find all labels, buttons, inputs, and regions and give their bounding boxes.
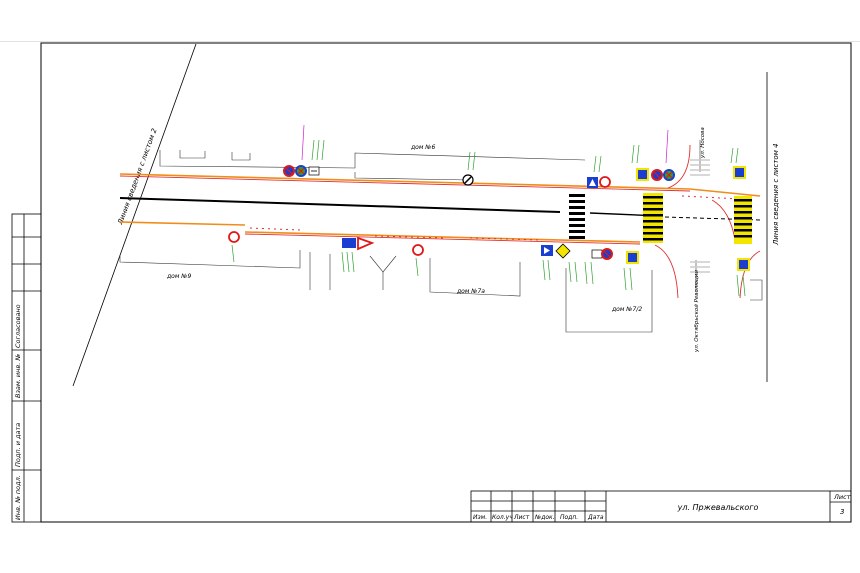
match-label-right: Линия сведения с листом 4 xyxy=(772,143,780,246)
side-block xyxy=(11,213,42,523)
sign-speed-limit-1-icon xyxy=(599,176,611,188)
sign-plate-arrows-2-icon xyxy=(591,249,603,259)
centerline xyxy=(119,197,761,221)
title-block xyxy=(470,490,852,523)
dotted-markings xyxy=(249,195,741,241)
sign-no-parking-1-icon xyxy=(283,165,295,177)
side-inv-podl: Инв. № подл. xyxy=(14,475,22,520)
sign-crossing-3-icon xyxy=(733,166,746,179)
crosswalk-yellow-1 xyxy=(643,193,663,243)
match-line-left xyxy=(72,43,197,387)
sign-annotation-strokes xyxy=(231,124,746,297)
stamp-col-data: Дата xyxy=(587,514,604,521)
sign-crossing-1-icon xyxy=(587,177,598,188)
label-street-nosova: ул. Носова xyxy=(700,127,706,159)
side-podp-data: Подп. и дата xyxy=(14,423,22,467)
stamp-title: ул. Пржевальского xyxy=(677,503,759,512)
stamp-col-ndok: №док. xyxy=(534,514,555,521)
label-house-7a: дом №7а xyxy=(456,288,485,295)
sheet-frame xyxy=(40,42,852,523)
building-outlines xyxy=(119,140,763,333)
sign-no-parking-2-icon xyxy=(651,169,663,181)
stamp-col-podp: Подп. xyxy=(560,514,578,521)
sign-crossing-2-icon xyxy=(636,168,649,181)
sign-main-road-icon xyxy=(555,243,571,259)
stamp-col-koluch: Кол.уч xyxy=(492,514,513,521)
side-vzam-inv: Взам. инв. № xyxy=(14,354,22,398)
stamp-col-izm: Изм. xyxy=(473,514,487,521)
stamp-sheet-label: Лист xyxy=(833,493,851,501)
sign-no-stopping-2-icon xyxy=(663,169,675,181)
side-soglasovano: Согласовано xyxy=(14,304,22,348)
label-house-7-2: дом №7/2 xyxy=(611,306,642,313)
label-house-9: дом №9 xyxy=(166,273,191,280)
sign-crossing-5-icon xyxy=(626,251,639,264)
sign-no-stopping-4-icon xyxy=(412,244,424,256)
stamp-col-list: Лист xyxy=(513,514,530,521)
sign-direction-icon xyxy=(541,245,553,256)
sign-stop-post-icon xyxy=(462,174,474,186)
sign-no-stopping-1-icon xyxy=(295,165,307,177)
sign-crossing-4-icon xyxy=(342,238,356,248)
sign-yield-icon xyxy=(357,236,375,251)
crosswalk-yellow-2 xyxy=(734,196,752,244)
edge-lines xyxy=(119,144,761,299)
side-street-crosswalks xyxy=(690,159,710,273)
label-house-6: дом №6 xyxy=(410,144,435,151)
sign-no-stopping-3-icon xyxy=(228,231,240,243)
sign-no-parking-3-icon xyxy=(601,248,613,260)
sign-crossing-6-icon xyxy=(737,258,750,271)
stamp-sheet-number: 3 xyxy=(840,508,844,516)
crosswalk-black xyxy=(569,194,585,239)
label-street-oktyabrskoy: ул. Октябрьской Революции xyxy=(694,270,700,353)
top-bar xyxy=(0,0,860,42)
sign-plate-arrows-1-icon xyxy=(308,166,320,176)
